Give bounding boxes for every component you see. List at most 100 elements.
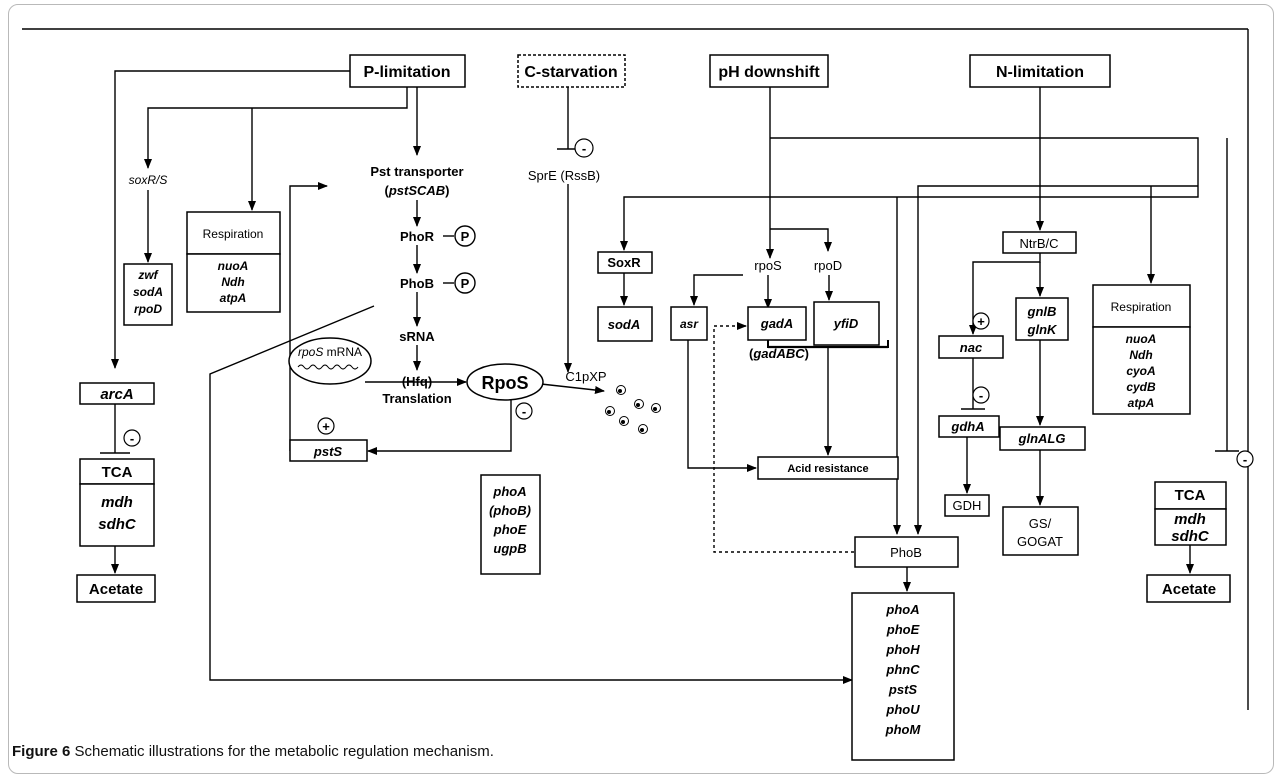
pho-targets-box bbox=[480, 474, 541, 575]
p-limitation-box bbox=[349, 54, 466, 88]
gs-label: GS/ bbox=[1029, 516, 1052, 531]
pho-target-phoa: phoA bbox=[492, 484, 526, 499]
soxrs-target-rpod: rpoD bbox=[134, 302, 162, 316]
edge-ph-rpod bbox=[770, 228, 832, 252]
respiration-gene-right-cyoa: cyoA bbox=[1126, 364, 1155, 378]
respiration-box-right bbox=[1092, 284, 1191, 328]
minus-circle-rpos bbox=[515, 402, 533, 420]
rpos-label: RpoS bbox=[482, 373, 529, 393]
minus-sign-rpos: - bbox=[522, 404, 526, 419]
edge-phob-phoregulon bbox=[209, 305, 853, 684]
soxrs-label: soxR/S bbox=[129, 173, 168, 187]
sign-circles bbox=[123, 138, 1254, 468]
gs-gogat-box bbox=[1002, 506, 1079, 556]
respiration-title-left: Respiration bbox=[203, 227, 264, 241]
minus-circle-tca bbox=[1236, 450, 1254, 468]
tca-genes-box-right bbox=[1154, 508, 1227, 546]
phob-phospho-circle bbox=[454, 272, 476, 294]
tca-gene-right-sdhc: sdhC bbox=[1171, 528, 1210, 545]
rpos-mrna-label: rpoS mRNA bbox=[298, 345, 362, 359]
acetate-box-left bbox=[76, 574, 156, 603]
tca-box-left bbox=[79, 458, 155, 485]
figure-frame bbox=[8, 4, 1274, 774]
rpos-ellipse bbox=[466, 363, 544, 401]
acetate-label-left: Acetate bbox=[89, 581, 143, 598]
n-limitation-box bbox=[969, 54, 1111, 88]
minus-sign-arca: - bbox=[130, 431, 134, 446]
edge-plim-soxrs bbox=[144, 87, 408, 169]
respiration-gene-right-cydb: cydB bbox=[1126, 380, 1156, 394]
mrna-squiggle bbox=[297, 364, 359, 370]
phor-phospho-label: P bbox=[461, 229, 470, 244]
phob-target-phoa: phoA bbox=[885, 602, 919, 617]
respiration-gene-left-atpa: atpA bbox=[220, 291, 247, 305]
plus-sign-nac: + bbox=[977, 314, 985, 329]
psts-box bbox=[289, 439, 368, 462]
edges bbox=[22, 28, 1249, 710]
pst-genes-label: (pstSCAB) bbox=[384, 183, 449, 198]
arca-box bbox=[79, 382, 155, 405]
srna-label: sRNA bbox=[399, 329, 435, 344]
rpos-gene-label: rpoS bbox=[754, 258, 782, 273]
phob-box bbox=[854, 536, 959, 568]
hfq-label: (Hfq) bbox=[402, 374, 432, 389]
boxes bbox=[76, 54, 1231, 761]
tca-gene-left-sdhc: sdhC bbox=[98, 516, 137, 533]
gada-box bbox=[747, 306, 807, 341]
phob-target-psts: pstS bbox=[888, 682, 918, 697]
minus-sign-tca: - bbox=[1243, 452, 1247, 467]
phospho-circles bbox=[454, 225, 476, 294]
rpos-mrna-ellipse bbox=[288, 337, 372, 385]
ph-downshift-label: pH downshift bbox=[718, 64, 820, 81]
soxr-label: SoxR bbox=[607, 255, 641, 270]
figure-caption-text: Schematic illustrations for the metaboli… bbox=[70, 743, 490, 760]
edge-nlim-global bbox=[770, 137, 1199, 186]
gdh-box bbox=[944, 494, 990, 517]
figure-caption: Figure 6 Schematic illustrations for the… bbox=[12, 743, 494, 760]
edge-phob-gada-dashed bbox=[713, 329, 855, 553]
phob-target-phom: phoM bbox=[885, 722, 922, 737]
glnalg-label: glnALG bbox=[1018, 431, 1066, 446]
respiration-gene-right-ndh: Ndh bbox=[1129, 348, 1152, 362]
nac-label: nac bbox=[960, 340, 983, 355]
edge-psts-pst bbox=[289, 182, 328, 451]
respiration-title-right: Respiration bbox=[1111, 300, 1172, 314]
pho-target-phoe: phoE bbox=[493, 522, 527, 537]
pst-transporter-label: Pst transporter bbox=[370, 164, 463, 179]
soda-box bbox=[597, 306, 653, 342]
soxrs-targets-box bbox=[123, 263, 173, 326]
minus-sign-spre: - bbox=[582, 141, 586, 156]
respiration-genes-box-left bbox=[186, 253, 281, 313]
phob-target-phoe: phoE bbox=[886, 622, 920, 637]
p-limitation-label: P-limitation bbox=[363, 64, 450, 81]
respiration-gene-right-atpa: atpA bbox=[1128, 396, 1155, 410]
gdha-box bbox=[938, 415, 1000, 438]
soxrs-target-zwf: zwf bbox=[137, 268, 158, 282]
minus-circle-spre bbox=[574, 138, 594, 158]
respiration-genes-box-right bbox=[1092, 326, 1191, 415]
edge-ntrbc-nac bbox=[969, 253, 1041, 335]
psts-label: pstS bbox=[313, 444, 343, 459]
phob-label: PhoB bbox=[400, 276, 434, 291]
gogat-label: GOGAT bbox=[1017, 534, 1063, 549]
soxr-box bbox=[597, 251, 653, 274]
phob-target-phoh: phoH bbox=[885, 642, 920, 657]
edge-rpos-psts bbox=[367, 399, 512, 455]
gnlb-glnk-box bbox=[1015, 297, 1069, 341]
spre-label: SprE (RssB) bbox=[528, 168, 600, 183]
yfid-label: yfiD bbox=[833, 316, 859, 331]
translation-label: Translation bbox=[382, 391, 451, 406]
acetate-label-right: Acetate bbox=[1162, 581, 1216, 598]
phor-label: PhoR bbox=[400, 229, 435, 244]
pho-target-ugpb: ugpB bbox=[493, 541, 526, 556]
arca-label: arcA bbox=[100, 386, 133, 403]
ntrbc-box bbox=[1002, 231, 1077, 254]
phob-phospho-label: P bbox=[461, 276, 470, 291]
acid-resistance-box bbox=[757, 456, 899, 480]
c-starvation-box bbox=[517, 54, 626, 88]
figure-caption-label: Figure 6 bbox=[12, 743, 71, 760]
tca-gene-left-mdh: mdh bbox=[101, 494, 133, 511]
tca-gene-right-mdh: mdh bbox=[1174, 511, 1206, 528]
phob-box-label: PhoB bbox=[890, 545, 922, 560]
